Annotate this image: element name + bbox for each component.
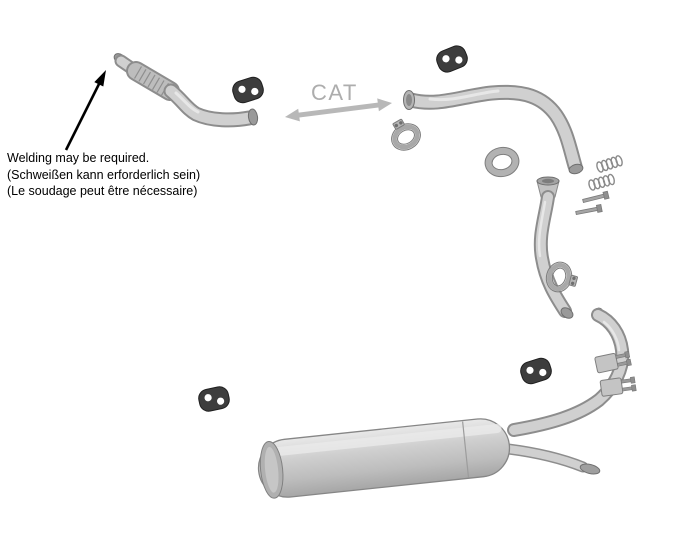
bolt-2 [574,204,603,217]
middle-pipe-outlet [560,307,574,319]
bracket-clamp-2 [599,375,637,397]
cat-double-arrow [285,98,392,122]
muffler-seam [462,421,470,478]
rubber-hanger-4 [196,384,232,414]
welding-arrow [64,70,106,151]
spring-bolt-hardware [574,154,624,217]
intermediate-pipe-outlet [568,163,584,175]
welding-note-line-fr: (Le soudage peut être nécessaire) [7,184,198,198]
bolt-1 [581,190,610,205]
muffler-end-cap-inner [264,446,279,493]
intermediate-pipe-inlet-hole [406,94,412,106]
middle-pipe-with-flange [533,176,574,319]
muffler [257,418,511,499]
pipe-clamp-1 [384,114,425,155]
tailpipe-tip [579,463,601,475]
muffler-body [257,418,511,498]
welding-note-line-de: (Schweißen kann erforderlich sein) [7,167,201,182]
cat-label: CAT [311,80,358,105]
welding-note-line-en: Welding may be required. [7,151,150,165]
spring-2 [587,173,617,192]
rubber-hanger-2 [433,42,471,76]
muffler-highlight [266,424,502,457]
front-pipe-outlet-flare [247,108,259,126]
welding-note: Welding may be required. (Schweißen kann… [7,150,200,200]
rubber-hanger-1 [229,74,267,106]
front-flex-pipe [113,53,259,128]
gasket-ring [484,146,520,178]
intermediate-pipe [403,84,584,175]
spring-1 [595,154,624,174]
rubber-hanger-3 [517,355,555,387]
tailpipe [494,442,601,475]
middle-pipe-flange-hole [542,178,554,184]
